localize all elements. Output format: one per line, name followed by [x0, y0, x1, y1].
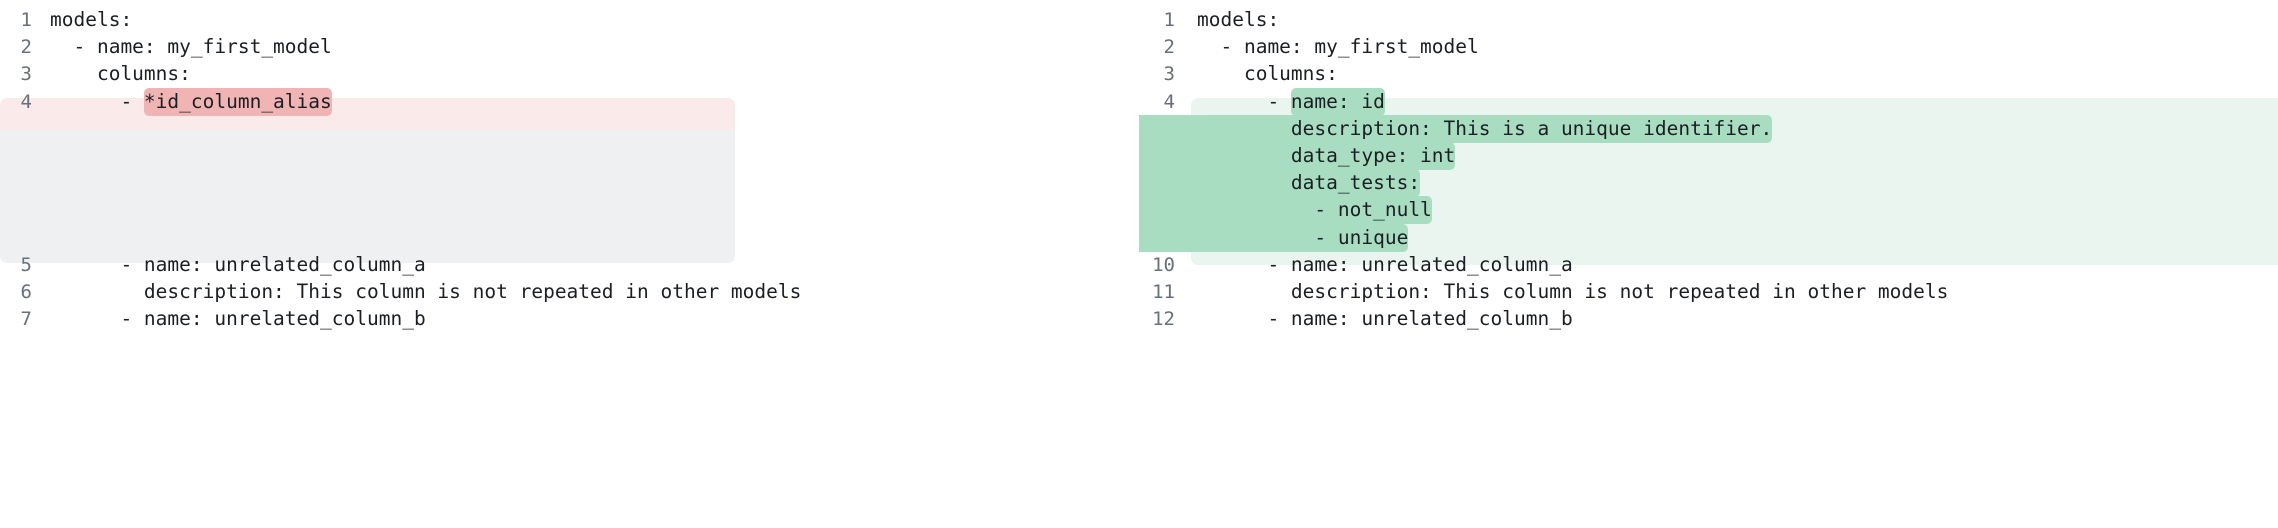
code-segment-plain: - name: my_first_model — [1197, 35, 1479, 59]
code-text: columns: — [50, 60, 191, 87]
line-number: 2 — [1163, 36, 1175, 59]
added-inline-highlight: - not_null — [1197, 196, 1432, 225]
code-line: 6 data_type: int — [1139, 141, 2278, 170]
added-inline-highlight: data_tests: — [1197, 169, 1421, 198]
code-text: data_type: int — [1197, 141, 1456, 170]
code-line: 10 - name: unrelated_column_a — [1139, 251, 2278, 278]
code-line: 2 - name: my_first_model — [1139, 33, 2278, 60]
code-segment-plain: - — [1197, 89, 1291, 113]
code-line: 8 - not_null — [1139, 196, 2278, 225]
line-number: 1 — [1163, 9, 1175, 31]
code-text: - name: my_first_model — [50, 33, 332, 60]
code-line: 11 description: This column is not repea… — [1139, 278, 2278, 305]
code-line: 6 description: This column is not repeat… — [0, 278, 1139, 305]
line-number: 7 — [20, 308, 32, 331]
line-number: 12 — [1152, 308, 1175, 331]
code-segment-plain: - name: my_first_model — [50, 35, 332, 59]
code-text: description: This column is not repeated… — [50, 278, 801, 305]
line-number: 3 — [1163, 63, 1175, 86]
code-text: - name: my_first_model — [1197, 33, 1479, 60]
code-line: 5 description: This is a unique identifi… — [1139, 114, 2278, 143]
code-line: 12 - name: unrelated_column_b — [1139, 305, 2278, 332]
line-number: 10 — [1152, 253, 1175, 276]
code-text: - name: unrelated_column_a — [50, 251, 426, 278]
code-line: 1 models: — [0, 6, 1139, 33]
filler-block — [0, 130, 735, 263]
code-text: - not_null — [1197, 196, 1432, 225]
line-number: 4 — [20, 90, 32, 113]
code-line: 7 - name: unrelated_column_b — [0, 305, 1139, 332]
code-segment-plain: models: — [1197, 8, 1280, 31]
added-inline-highlight: - unique — [1197, 223, 1409, 252]
line-number: 2 — [20, 36, 32, 59]
code-segment-plain: - name: unrelated_column_a — [1197, 252, 1573, 276]
line-number: 8 — [1163, 199, 1175, 222]
code-line: 9 - unique — [1139, 223, 2278, 252]
code-segment-plain: description: This column is not repeated… — [50, 279, 802, 303]
line-number: 5 — [20, 253, 32, 276]
code-line: 2 - name: my_first_model — [0, 33, 1139, 60]
added-inline-highlight: data_type: int — [1197, 141, 1456, 170]
line-number: 1 — [20, 9, 32, 31]
code-text: description: This is a unique identifier… — [1197, 114, 1773, 143]
code-text: models: — [1197, 6, 1279, 33]
code-text: columns: — [1197, 60, 1338, 87]
code-line: 4 - *id_column_alias — [0, 87, 1139, 116]
code-text: models: — [50, 6, 132, 33]
code-text: - name: id — [1197, 87, 1385, 116]
code-segment-plain: models: — [50, 8, 133, 31]
added-inline-highlight: name: id — [1290, 87, 1385, 116]
code-segment-plain: columns: — [50, 62, 191, 86]
line-number: 3 — [20, 63, 32, 86]
code-line: 4 - name: id — [1139, 87, 2278, 116]
code-segment-plain: description: This column is not repeated… — [1197, 279, 1949, 303]
code-segment-plain: - — [50, 89, 144, 113]
code-segment-plain: - name: unrelated_column_b — [50, 307, 426, 331]
code-segment-plain: - name: unrelated_column_a — [50, 252, 426, 276]
code-line: 5 - name: unrelated_column_a — [0, 251, 1139, 278]
code-text: - *id_column_alias — [50, 87, 332, 116]
code-line: 3 columns: — [1139, 60, 2278, 87]
line-number: 11 — [1152, 280, 1175, 303]
line-number: 6 — [1163, 144, 1175, 167]
code-line: 3 columns: — [0, 60, 1139, 87]
line-number: 5 — [1163, 117, 1175, 140]
code-line: 1 models: — [1139, 6, 2278, 33]
code-segment-plain: - name: unrelated_column_b — [1197, 307, 1573, 331]
deleted-inline-highlight: *id_column_alias — [143, 87, 332, 116]
line-number: 4 — [1163, 90, 1175, 113]
code-line: 7 data_tests: — [1139, 169, 2278, 198]
code-text: - name: unrelated_column_b — [50, 305, 426, 332]
added-inline-highlight: description: This is a unique identifier… — [1197, 114, 1773, 143]
line-number: 9 — [1163, 226, 1175, 249]
line-number: 6 — [20, 280, 32, 303]
code-text: - name: unrelated_column_b — [1197, 305, 1573, 332]
code-text: description: This column is not repeated… — [1197, 278, 1948, 305]
line-number: 7 — [1163, 172, 1175, 195]
deleted-row-band — [0, 98, 735, 130]
code-text: - unique — [1197, 223, 1409, 252]
code-segment-plain: columns: — [1197, 62, 1338, 86]
code-text: data_tests: — [1197, 169, 1421, 198]
code-text: - name: unrelated_column_a — [1197, 251, 1573, 278]
